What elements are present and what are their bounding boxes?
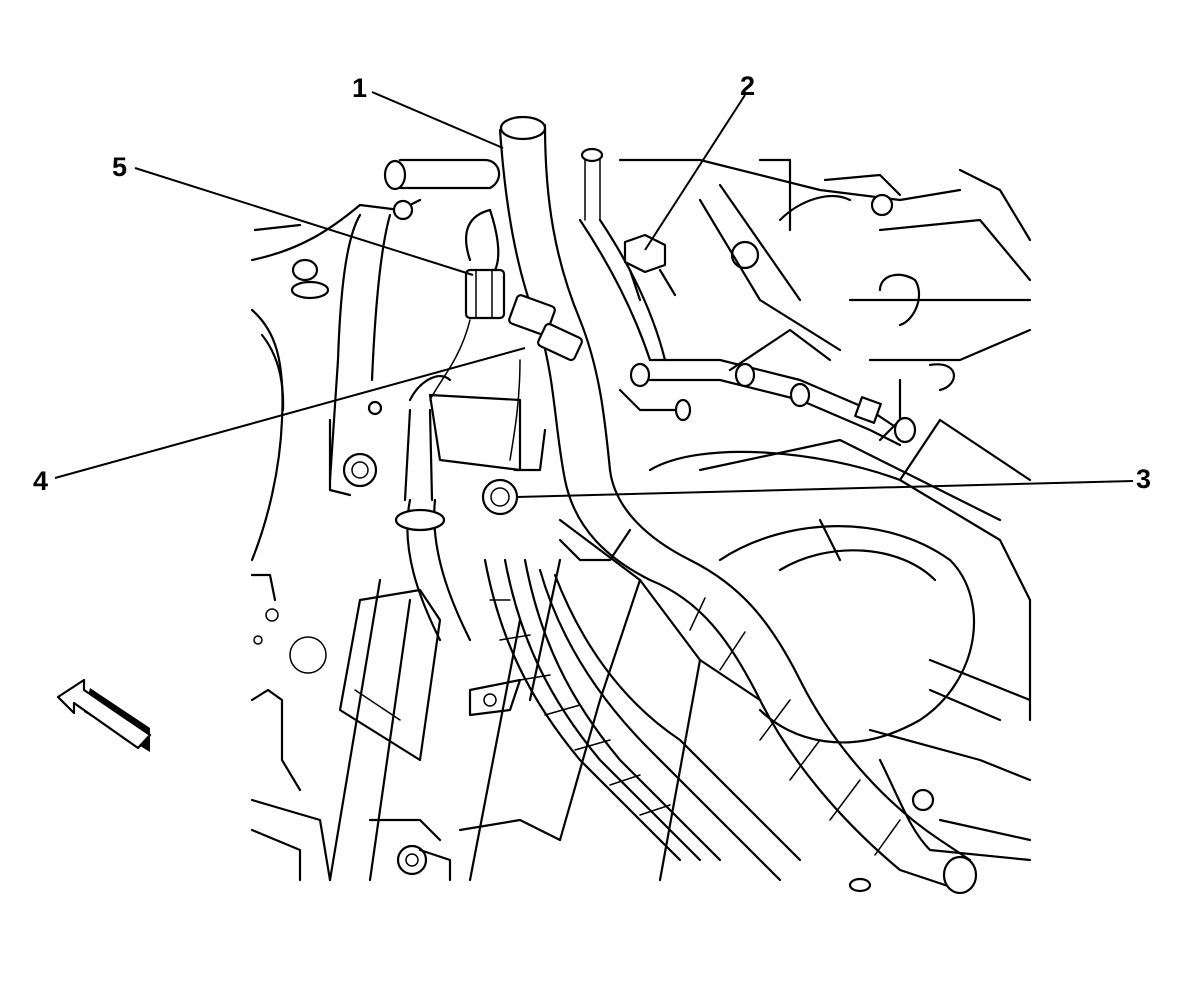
upper-bolt [578, 147, 677, 362]
engine-mount-bracket [328, 199, 442, 882]
fuel-lines [618, 328, 917, 447]
callout-1-label: 1 [352, 73, 367, 103]
engine-block [250, 198, 422, 882]
left-hose [383, 158, 501, 642]
callout-3-label: 3 [1136, 464, 1151, 494]
callout-labels: 1 2 3 4 5 [33, 71, 1151, 496]
upper-engine-components [618, 158, 1032, 442]
callout-leaders [54, 91, 1134, 498]
callout-2-label: 2 [740, 71, 755, 101]
callout-4-label: 4 [33, 466, 48, 496]
front-direction-arrow-icon [56, 678, 152, 752]
wiring-harness [468, 558, 872, 893]
lower-bolts [368, 818, 562, 882]
callout-5-label: 5 [112, 152, 127, 182]
oxygen-sensor-connector [428, 208, 583, 472]
ground-bolt [481, 428, 547, 516]
hose-clip [290, 258, 632, 562]
vent-hose-item-1 [498, 115, 978, 895]
